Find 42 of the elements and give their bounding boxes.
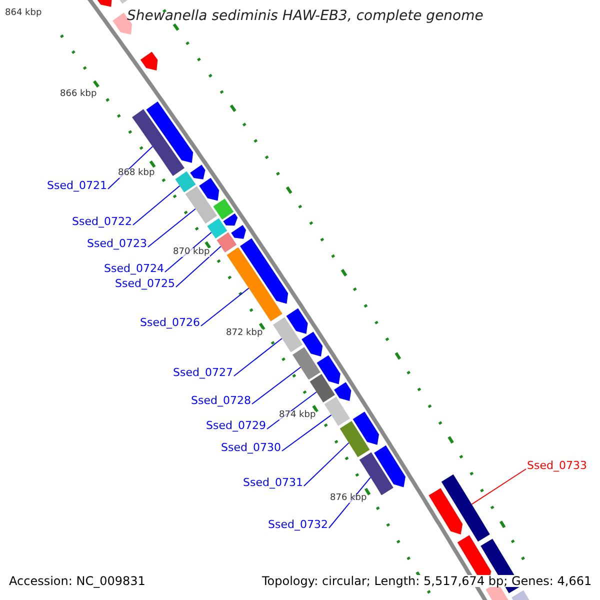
gene-label: Ssed_0731 bbox=[243, 477, 303, 488]
leader-line bbox=[303, 442, 350, 486]
gene-block bbox=[216, 232, 237, 252]
leader-line bbox=[281, 414, 332, 452]
gene-label: Ssed_0721 bbox=[47, 180, 107, 191]
gene-label: Ssed_0730 bbox=[221, 442, 281, 453]
scale-label: 876 kbp bbox=[330, 494, 367, 503]
gene-label: Ssed_0724 bbox=[104, 263, 164, 274]
gene-label: Ssed_0727 bbox=[173, 367, 233, 378]
leader-line bbox=[251, 366, 302, 404]
gene-block bbox=[185, 186, 218, 224]
gene-label: Ssed_0726 bbox=[140, 317, 200, 328]
gene-block bbox=[292, 347, 320, 380]
scale-label: 872 kbp bbox=[226, 329, 263, 338]
leader-line bbox=[200, 288, 250, 326]
scale-label: 874 kbp bbox=[279, 411, 316, 420]
leader-line bbox=[175, 246, 222, 288]
gene-block bbox=[226, 247, 282, 322]
gene-block bbox=[207, 218, 228, 238]
gene-label: Ssed_0728 bbox=[191, 395, 251, 406]
scale-label: 866 kbp bbox=[60, 90, 97, 99]
leader-line bbox=[471, 468, 526, 505]
accession-text: Accession: NC_009831 bbox=[9, 575, 146, 587]
scale-label: 864 kbp bbox=[5, 9, 42, 18]
gene-label: Ssed_0733 bbox=[527, 460, 587, 471]
leader-line bbox=[233, 338, 282, 376]
gene-block bbox=[441, 474, 490, 542]
title: Shewanella sediminis HAW-EB3, complete genome bbox=[127, 9, 484, 23]
gene-block bbox=[272, 317, 303, 352]
gene-block bbox=[175, 171, 196, 192]
gene-block bbox=[310, 374, 335, 402]
leader-line bbox=[147, 208, 196, 248]
gene-block bbox=[324, 396, 350, 426]
gene-label: Ssed_0732 bbox=[268, 519, 328, 530]
scale-label: 870 kbp bbox=[173, 248, 210, 257]
gene-label: Ssed_0722 bbox=[72, 216, 132, 227]
gene-label: Ssed_0723 bbox=[87, 238, 147, 249]
genome-summary-text: Topology: circular; Length: 5,517,674 bp; Genes: 4,661 bbox=[262, 575, 592, 587]
gene-label: Ssed_0729 bbox=[206, 420, 266, 431]
scale-label: 868 kbp bbox=[118, 169, 155, 178]
gene-label: Ssed_0725 bbox=[115, 278, 175, 289]
gene-block bbox=[340, 421, 370, 458]
